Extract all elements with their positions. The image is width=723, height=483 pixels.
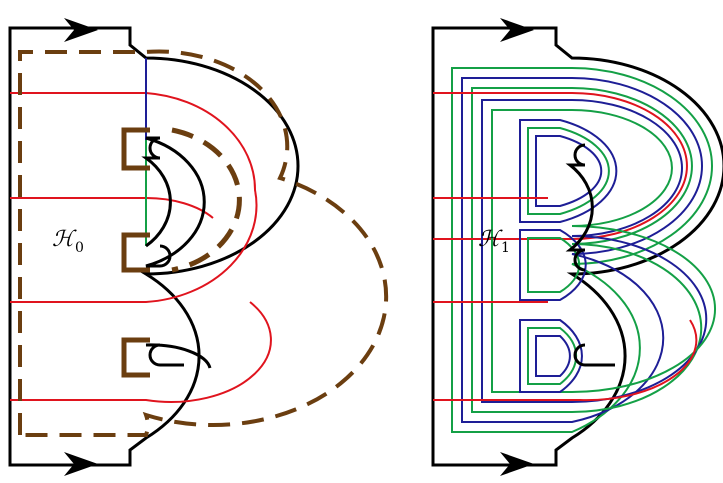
left-label-subscript: 0 xyxy=(75,240,84,256)
left-label: ℋ xyxy=(52,227,77,252)
arrow-right-icon xyxy=(64,452,98,476)
arrow-right-icon xyxy=(64,18,98,42)
arrow-right-icon xyxy=(500,452,534,476)
left-red-curves xyxy=(10,92,272,403)
left-slot-brackets xyxy=(121,127,242,378)
right-diagram: ℋ 1 xyxy=(431,18,723,476)
left-diagram: ℋ 0 xyxy=(8,18,389,476)
left-dashed-curve xyxy=(18,49,389,437)
right-label-subscript: 1 xyxy=(501,240,510,256)
right-slots xyxy=(565,143,615,367)
left-slots xyxy=(141,136,212,369)
right-label: ℋ xyxy=(478,227,503,252)
arrow-right-icon xyxy=(500,18,534,42)
left-outer-boundary xyxy=(8,26,300,467)
